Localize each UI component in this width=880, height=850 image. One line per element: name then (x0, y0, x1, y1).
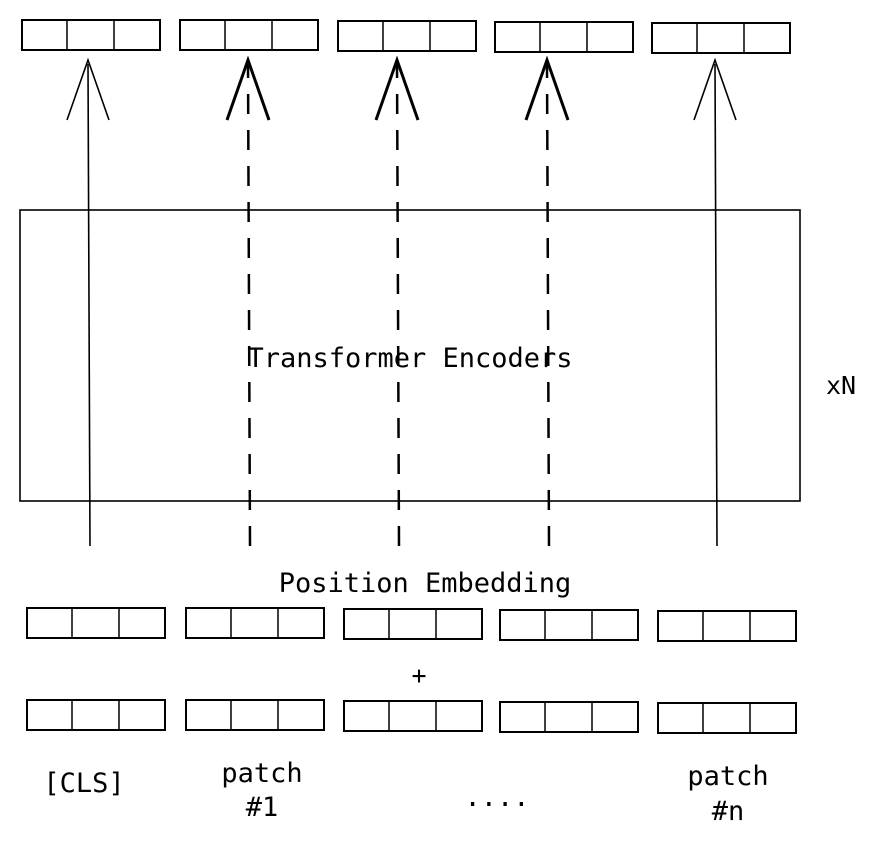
position-embedding-label: Position Embedding (279, 568, 572, 599)
dashed-arrow-shaft (246, 63, 252, 547)
output-token-1 (179, 19, 319, 51)
plus-operator: + (411, 661, 426, 690)
position-embedding-1 (185, 607, 325, 639)
token-vector-box (185, 699, 325, 731)
position-embedding-4 (657, 610, 797, 642)
input-token-4 (657, 702, 797, 734)
token-vector-box (185, 607, 325, 639)
repeat-label: xN (826, 371, 856, 400)
token-vector-box (651, 22, 791, 54)
token-vector-box (179, 19, 319, 51)
dashed-arrow-shaft (545, 63, 551, 547)
output-token-3 (494, 21, 634, 53)
token-label-patchn: patch (687, 761, 768, 792)
token-vector-box (26, 699, 166, 731)
input-token-row (26, 699, 797, 734)
token-vector-box (499, 609, 639, 641)
input-token-0 (26, 699, 166, 731)
token-vector-box (21, 19, 161, 51)
token-vector-box (343, 608, 483, 640)
output-token-row (21, 19, 791, 54)
arrowhead-icon (225, 55, 271, 121)
token-vector-box (494, 21, 634, 53)
ellipsis: .... (464, 782, 529, 813)
input-token-3 (499, 701, 639, 733)
token-label-cls: [CLS] (43, 768, 124, 799)
token-label-patch1: patch (221, 758, 302, 789)
transformer-encoder-box (19, 209, 801, 502)
position-embedding-0 (26, 607, 166, 639)
solid-arrow-shaft (714, 63, 718, 547)
solid-arrow-shaft (87, 63, 91, 547)
arrowhead-icon (374, 55, 420, 121)
arrowhead-icon (524, 55, 570, 121)
position-embedding-3 (499, 609, 639, 641)
token-vector-box (657, 610, 797, 642)
arrow-2 (374, 55, 420, 547)
token-vector-box (26, 607, 166, 639)
token-label-patchn-index: #n (712, 796, 745, 827)
arrow-0 (66, 57, 110, 547)
input-token-2 (343, 700, 483, 732)
output-token-0 (21, 19, 161, 51)
dashed-arrow-shaft (395, 63, 401, 547)
token-label-patch1-index: #1 (246, 792, 279, 823)
token-arrows (66, 55, 737, 547)
encoder-label: Transformer Encoders (247, 343, 572, 374)
arrow-1 (225, 55, 271, 547)
input-token-1 (185, 699, 325, 731)
output-token-2 (337, 20, 477, 52)
token-vector-box (343, 700, 483, 732)
arrowhead-icon (66, 57, 110, 121)
position-embedding-row (26, 607, 797, 642)
arrowhead-icon (693, 57, 737, 121)
token-vector-box (657, 702, 797, 734)
token-vector-box (337, 20, 477, 52)
arrow-3 (524, 55, 570, 547)
arrow-4 (693, 57, 737, 547)
token-vector-box (499, 701, 639, 733)
position-embedding-2 (343, 608, 483, 640)
output-token-4 (651, 22, 791, 54)
